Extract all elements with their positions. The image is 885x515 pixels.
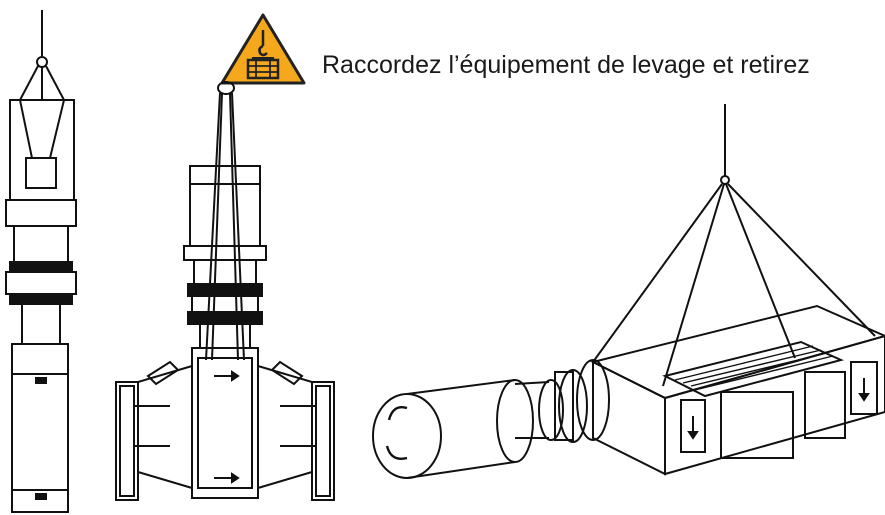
warning-text: Raccordez l’équipement de levage et reti… [322, 51, 810, 79]
warning-row: Raccordez l’équipement de levage et reti… [218, 12, 885, 86]
vertical-grinder-side-view [5, 10, 77, 513]
channel-grinder-front-view [115, 81, 335, 501]
crane-lift-warning-icon [220, 13, 306, 85]
horizontal-grinder-isometric-view [372, 104, 885, 479]
